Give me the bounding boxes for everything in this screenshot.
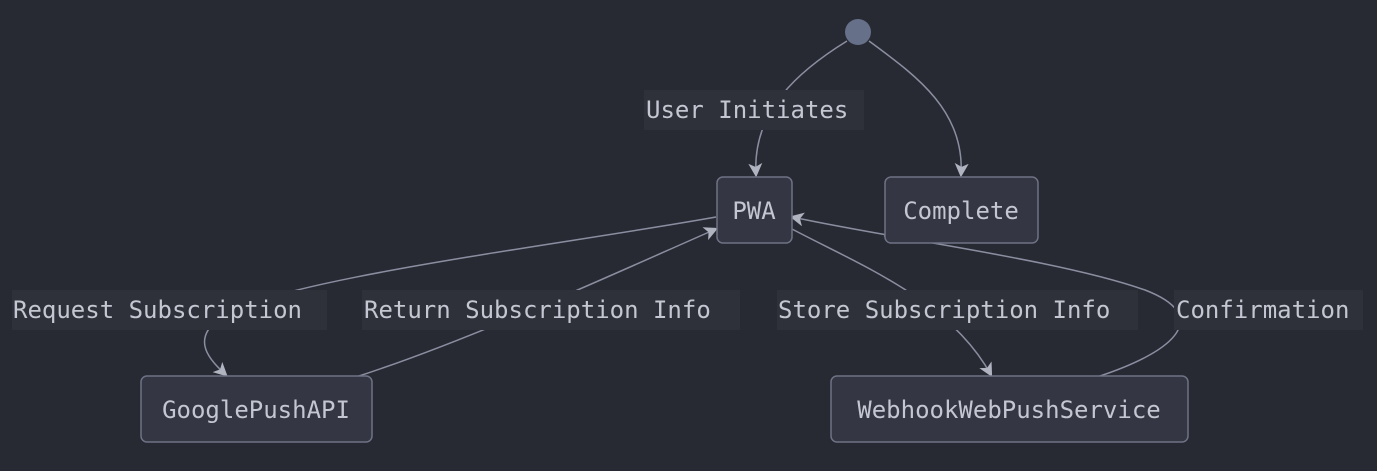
edge-label-request-subscription: Request Subscription	[12, 290, 327, 330]
svg-text:Request Subscription: Request Subscription	[13, 296, 302, 324]
start-state-dot	[845, 19, 871, 45]
svg-text:Confirmation: Confirmation	[1176, 296, 1349, 324]
svg-text:User Initiates: User Initiates	[646, 96, 848, 124]
edge-label-confirmation: Confirmation	[1174, 290, 1363, 330]
edge-label-user-initiates: User Initiates	[644, 90, 864, 130]
svg-text:Complete: Complete	[903, 197, 1019, 225]
svg-text:Return Subscription Info: Return Subscription Info	[364, 296, 711, 324]
node-google-push-api: GooglePushAPI	[140, 375, 373, 443]
node-pwa: PWA	[716, 176, 793, 244]
edge-start-to-complete	[868, 40, 969, 178]
svg-text:Store Subscription Info: Store Subscription Info	[778, 296, 1110, 324]
node-complete: Complete	[884, 176, 1039, 244]
edge-label-store-subscription-info: Store Subscription Info	[777, 290, 1138, 330]
svg-text:WebhookWebPushService: WebhookWebPushService	[857, 396, 1160, 424]
svg-text:PWA: PWA	[732, 197, 776, 225]
edge-label-return-subscription-info: Return Subscription Info	[362, 290, 740, 330]
node-webhook-web-push-service: WebhookWebPushService	[830, 375, 1189, 443]
svg-text:GooglePushAPI: GooglePushAPI	[162, 396, 350, 424]
edge-pwa-to-webhook	[791, 228, 993, 378]
